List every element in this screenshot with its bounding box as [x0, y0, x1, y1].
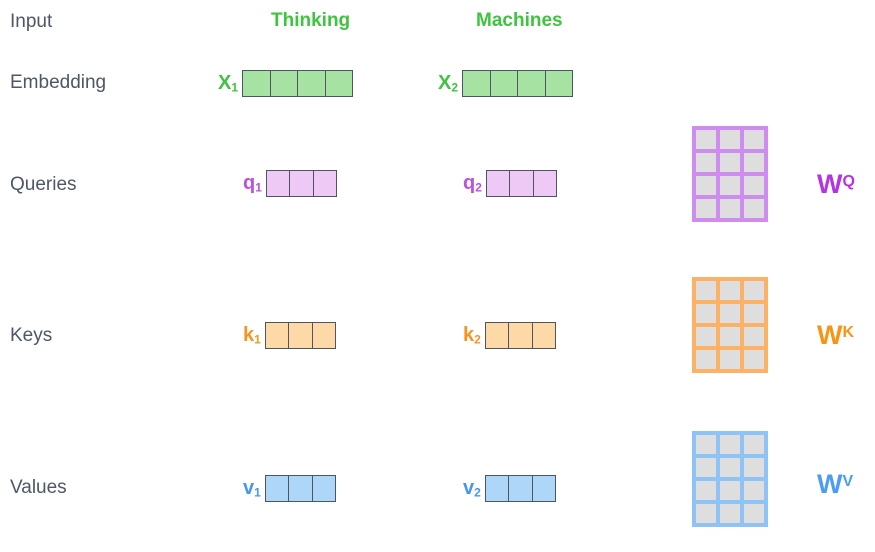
cell: [720, 130, 740, 149]
cell: [744, 327, 764, 346]
vector-x2: X2: [438, 70, 574, 97]
vector-cells-k2: [484, 322, 557, 349]
cell: [696, 435, 716, 454]
cell: [720, 304, 740, 323]
cell: [744, 153, 764, 172]
matrix-label-wk: WK: [817, 320, 855, 350]
cell: [744, 281, 764, 300]
cell: [696, 153, 716, 172]
vector-cells-q2: [485, 170, 558, 197]
cell: [325, 71, 353, 96]
weight-matrix-wk: [692, 277, 768, 373]
cell: [744, 130, 764, 149]
row-label-queries: Queries: [10, 174, 77, 195]
cell: [744, 481, 764, 500]
vector-k2: k2: [463, 322, 557, 349]
cell: [312, 476, 336, 501]
row-label-input: Input: [10, 11, 53, 32]
row-label-embedding: Embedding: [10, 72, 107, 93]
row-label-values: Values: [10, 477, 67, 498]
cell: [312, 323, 336, 348]
vector-label-k2: k2: [463, 324, 481, 347]
cell: [485, 476, 510, 501]
matrix-label-wv: WV: [817, 469, 854, 499]
matrix-label-wq: WQ: [817, 169, 855, 199]
cell: [720, 435, 740, 454]
cell: [313, 171, 337, 196]
cell: [490, 71, 519, 96]
cell: [518, 71, 546, 96]
cell: [509, 323, 533, 348]
cell: [696, 130, 716, 149]
cell: [744, 350, 764, 369]
cell: [720, 199, 740, 218]
cell: [289, 476, 313, 501]
cell: [744, 304, 764, 323]
cell: [744, 504, 764, 523]
cell: [696, 176, 716, 195]
cell: [532, 323, 556, 348]
vector-label-k1: k1: [243, 324, 261, 347]
vector-q1: q1: [243, 170, 338, 197]
vector-label-q1: q1: [243, 172, 262, 195]
vector-v2: v2: [463, 475, 557, 502]
cell: [463, 71, 491, 96]
column-header-machines: Machines: [476, 10, 563, 31]
cell: [510, 171, 534, 196]
cell: [720, 153, 740, 172]
vector-cells-k1: [264, 322, 337, 349]
cell: [545, 71, 573, 96]
cell: [509, 476, 533, 501]
cell: [696, 458, 716, 477]
cell: [243, 71, 271, 96]
cell: [696, 281, 716, 300]
vector-q2: q2: [463, 170, 558, 197]
weight-matrix-wq: [692, 126, 768, 222]
cell: [720, 327, 740, 346]
cell: [696, 304, 716, 323]
cell: [696, 481, 716, 500]
cell: [265, 476, 290, 501]
vector-label-v1: v1: [243, 477, 261, 500]
cell: [266, 171, 291, 196]
cell: [289, 323, 313, 348]
vector-x1: X1: [218, 70, 354, 97]
cell: [486, 171, 511, 196]
vector-v1: v1: [243, 475, 337, 502]
cell: [532, 476, 556, 501]
vector-label-x2: X2: [438, 72, 459, 95]
cell: [696, 504, 716, 523]
cell: [696, 350, 716, 369]
cell: [485, 323, 510, 348]
cell: [696, 327, 716, 346]
cell: [720, 176, 740, 195]
cell: [720, 458, 740, 477]
vector-cells-x1: [242, 70, 354, 97]
column-header-thinking: Thinking: [271, 10, 351, 31]
cell: [533, 171, 557, 196]
cell: [696, 199, 716, 218]
vector-label-v2: v2: [463, 477, 481, 500]
cell: [720, 350, 740, 369]
weight-matrix-wv: [692, 431, 768, 527]
cell: [744, 458, 764, 477]
vector-cells-v1: [264, 475, 337, 502]
cell: [744, 435, 764, 454]
cell: [270, 71, 299, 96]
cell: [720, 481, 740, 500]
cell: [744, 199, 764, 218]
cell: [744, 176, 764, 195]
vector-cells-x2: [462, 70, 574, 97]
vector-label-q2: q2: [463, 172, 482, 195]
cell: [298, 71, 326, 96]
row-label-keys: Keys: [10, 325, 53, 346]
cell: [720, 504, 740, 523]
cell: [720, 281, 740, 300]
cell: [290, 171, 314, 196]
cell: [265, 323, 290, 348]
vector-label-x1: X1: [218, 72, 239, 95]
vector-cells-q1: [265, 170, 338, 197]
vector-k1: k1: [243, 322, 337, 349]
vector-cells-v2: [484, 475, 557, 502]
